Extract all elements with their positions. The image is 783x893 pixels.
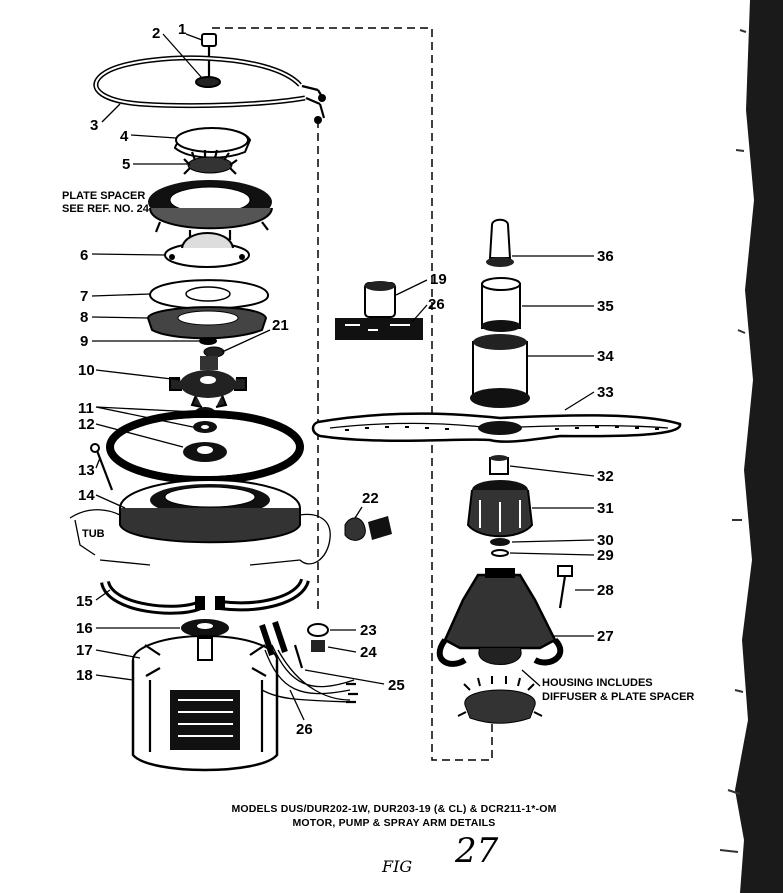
part-plate-8 [146,306,268,340]
part-35 [481,277,521,332]
callout-21: 21 [272,317,289,334]
part-spray-arm-33 [311,412,682,443]
callout-2: 2 [152,25,160,42]
part-coupler-16 [181,619,229,637]
note-housing-line2: DIFFUSER & PLATE SPACER [542,691,694,703]
callout-7: 7 [80,288,88,305]
callout-27: 27 [597,628,614,645]
callout-34: 34 [597,348,614,365]
part-plate-spacer [148,180,273,240]
callout-14: 14 [78,487,95,504]
caption-title: MOTOR, PUMP & SPRAY ARM DETAILS [292,817,495,829]
part-29 [491,549,509,557]
part-36 [486,218,514,267]
part-28 [557,565,573,609]
part-housing-27 [436,568,564,667]
handwritten-page-number: 27 [454,831,499,871]
callout-10: 10 [78,362,95,379]
callout-4: 4 [120,128,129,145]
part-impeller-10 [169,356,247,408]
part-small-23-24-25 [293,623,329,669]
callout-17: 17 [76,642,93,659]
note-tub: TUB [82,528,105,540]
part-bolt-1 [201,33,217,76]
callout-19: 19 [430,271,447,288]
callout-22: 22 [362,490,379,507]
part-31 [466,480,534,538]
callout-23: 23 [360,622,377,639]
part-heater-3 [93,55,326,124]
note-housing-line1: HOUSING INCLUDES [542,677,653,689]
note-plate-spacer-line1: PLATE SPACER [62,190,145,202]
part-washer-9 [199,337,217,345]
handwritten-marks: FIG 27 [381,831,499,876]
part-tub [69,509,331,566]
part-32 [489,455,509,475]
callout-16: 16 [76,620,93,637]
callout-15: 15 [76,593,93,610]
leader-lines [91,33,595,721]
part-30 [490,538,510,546]
callout-numbers: 1 2 3 4 5 6 7 8 9 10 11 12 13 14 15 16 1… [76,21,614,738]
callout-28: 28 [597,582,614,599]
part-sump-14 [119,479,301,544]
part-22 [344,516,392,541]
part-chopper-5 [183,149,238,175]
annotation-notes: PLATE SPACER SEE REF. NO. 24 TUB HOUSING… [62,190,694,703]
callout-31: 31 [597,500,614,517]
caption-models: MODELS DUS/DUR202-1W, DUR203-19 (& CL) &… [231,803,556,815]
callout-18: 18 [76,667,93,684]
part-19-20 [335,281,423,340]
connector-dashed-lines [212,27,493,761]
callout-12: 12 [78,416,95,433]
callout-26-lower: 26 [296,721,313,738]
part-34 [470,334,530,408]
callout-29: 29 [597,547,614,564]
part-pump-cover-6 [164,232,250,268]
callout-8: 8 [80,309,88,326]
callout-11: 11 [78,400,94,417]
part-disc-4 [173,127,252,159]
callout-33: 33 [597,384,614,401]
handwritten-fig: FIG [381,857,412,876]
scan-edge [719,0,783,893]
callout-25: 25 [388,677,405,694]
part-gasket-7 [148,279,270,310]
callout-32: 32 [597,468,614,485]
callout-26-upper: 26 [428,296,445,313]
callout-30: 30 [597,532,614,549]
note-plate-spacer-line2: SEE REF. NO. 24 [62,203,150,215]
part-wires-26 [259,621,358,704]
part-seal-21 [203,346,225,358]
callout-24: 24 [360,644,377,661]
part-clamp-15 [100,578,310,615]
part-diffuser [457,676,543,724]
part-screw-13 [90,443,114,491]
callout-5: 5 [122,156,130,173]
callout-13: 13 [78,462,95,479]
callout-1: 1 [178,21,186,38]
callout-35: 35 [597,298,614,315]
callout-6: 6 [80,247,88,264]
part-motor-17-18 [131,635,279,772]
part-washer-2 [195,76,221,88]
callout-36: 36 [597,248,614,265]
callout-3: 3 [90,117,98,134]
callout-9: 9 [80,333,88,350]
caption: MODELS DUS/DUR202-1W, DUR203-19 (& CL) &… [231,803,556,829]
